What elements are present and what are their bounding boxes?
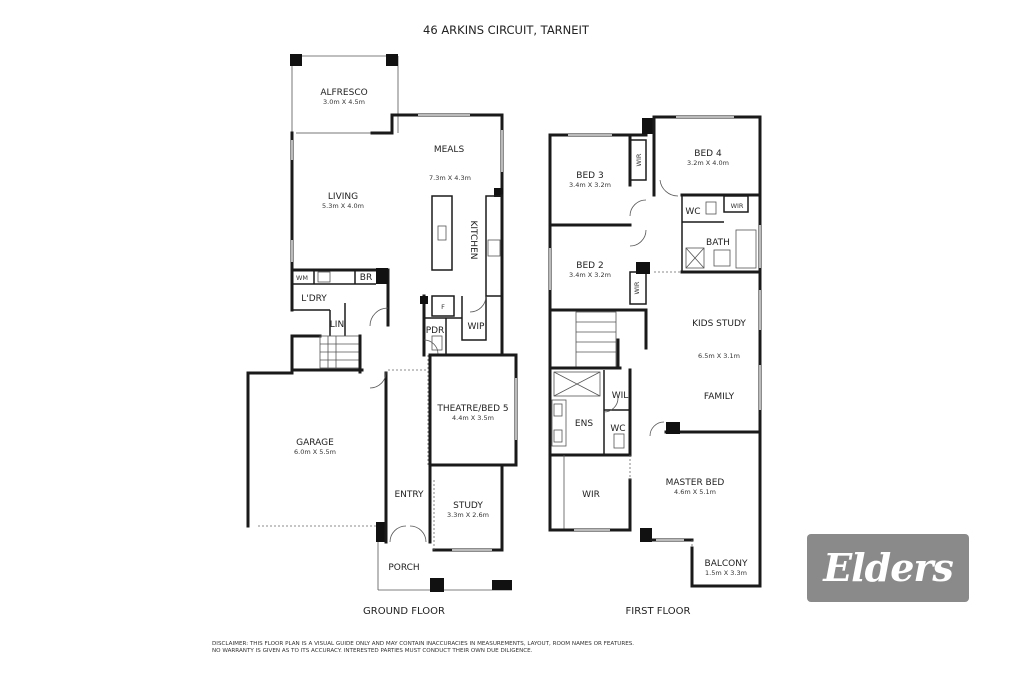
- alfresco-dims: 3.0m X 4.5m: [323, 98, 365, 106]
- wm-name: WM: [296, 274, 308, 282]
- theatre-name: THEATRE/BED 5: [436, 404, 508, 414]
- bed4-name: BED 4: [694, 149, 722, 159]
- bed2-name: BED 2: [576, 261, 603, 271]
- bed4-dims: 3.2m X 4.0m: [687, 159, 729, 167]
- wir-bed2-name: WIR: [633, 281, 641, 294]
- first-floor-plan: [548, 115, 762, 588]
- wir-bed4-name: WIR: [731, 202, 744, 210]
- living-dims: 5.3m X 4.0m: [322, 202, 364, 210]
- living-name: LIVING: [328, 192, 358, 202]
- first-floor-label: FIRST FLOOR: [626, 606, 691, 617]
- plan-title: 46 ARKINS CIRCUIT, TARNEIT: [423, 23, 590, 37]
- bath-name: BATH: [706, 238, 730, 248]
- meals-name: MEALS: [434, 145, 465, 155]
- lin-name: LIN: [330, 320, 344, 330]
- bed3-dims: 3.4m X 3.2m: [569, 181, 611, 189]
- balcony-dims: 1.5m X 3.3m: [705, 569, 747, 577]
- wip-name: WIP: [468, 322, 486, 332]
- fridge-name: F: [441, 303, 445, 311]
- family-name: FAMILY: [704, 392, 735, 402]
- ground-floor-plan: [246, 54, 518, 592]
- study-dims: 3.3m X 2.6m: [447, 511, 489, 519]
- disclaimer: DISCLAIMER: THIS FLOOR PLAN IS A VISUAL …: [212, 641, 772, 655]
- wir-master-name: WIR: [582, 490, 600, 500]
- logo-text: Elders: [823, 545, 954, 590]
- laundry-name: L'DRY: [301, 294, 327, 304]
- wc-ens-name: WC: [610, 424, 625, 434]
- master-name: MASTER BED: [666, 478, 725, 488]
- garage-dims: 6.0m X 5.5m: [294, 448, 336, 456]
- balcony-name: BALCONY: [705, 559, 748, 569]
- garage-name: GARAGE: [296, 438, 334, 448]
- theatre-dims: 4.4m X 3.5m: [452, 414, 494, 422]
- disclaimer-line-1: DISCLAIMER: THIS FLOOR PLAN IS A VISUAL …: [212, 641, 635, 647]
- ens-name: ENS: [575, 419, 593, 429]
- wir-bed3-name: WIR: [635, 153, 643, 166]
- bed2-dims: 3.4m X 3.2m: [569, 271, 611, 279]
- bed3-name: BED 3: [576, 171, 603, 181]
- meals-dims: 7.3m X 4.3m: [429, 174, 471, 182]
- kitchen-name: KITCHEN: [468, 221, 478, 260]
- alfresco-name: ALFRESCO: [320, 88, 367, 98]
- kids-study-name: KIDS STUDY: [692, 319, 746, 329]
- wc-upper-name: WC: [685, 207, 700, 217]
- ground-floor-label: GROUND FLOOR: [363, 606, 445, 617]
- elders-logo: Elders: [807, 534, 969, 602]
- pdr-name: PDR: [426, 326, 445, 336]
- disclaimer-line-2: NO WARRANTY IS GIVEN AS TO ITS ACCURACY.…: [212, 648, 533, 654]
- wil-name: WIL: [612, 391, 629, 401]
- porch-name: PORCH: [388, 563, 419, 573]
- study-name: STUDY: [453, 501, 483, 511]
- entry-name: ENTRY: [394, 490, 424, 500]
- master-dims: 4.6m X 5.1m: [674, 488, 716, 496]
- br-name: BR: [360, 273, 372, 283]
- kids-study-dims: 6.5m X 3.1m: [698, 352, 740, 360]
